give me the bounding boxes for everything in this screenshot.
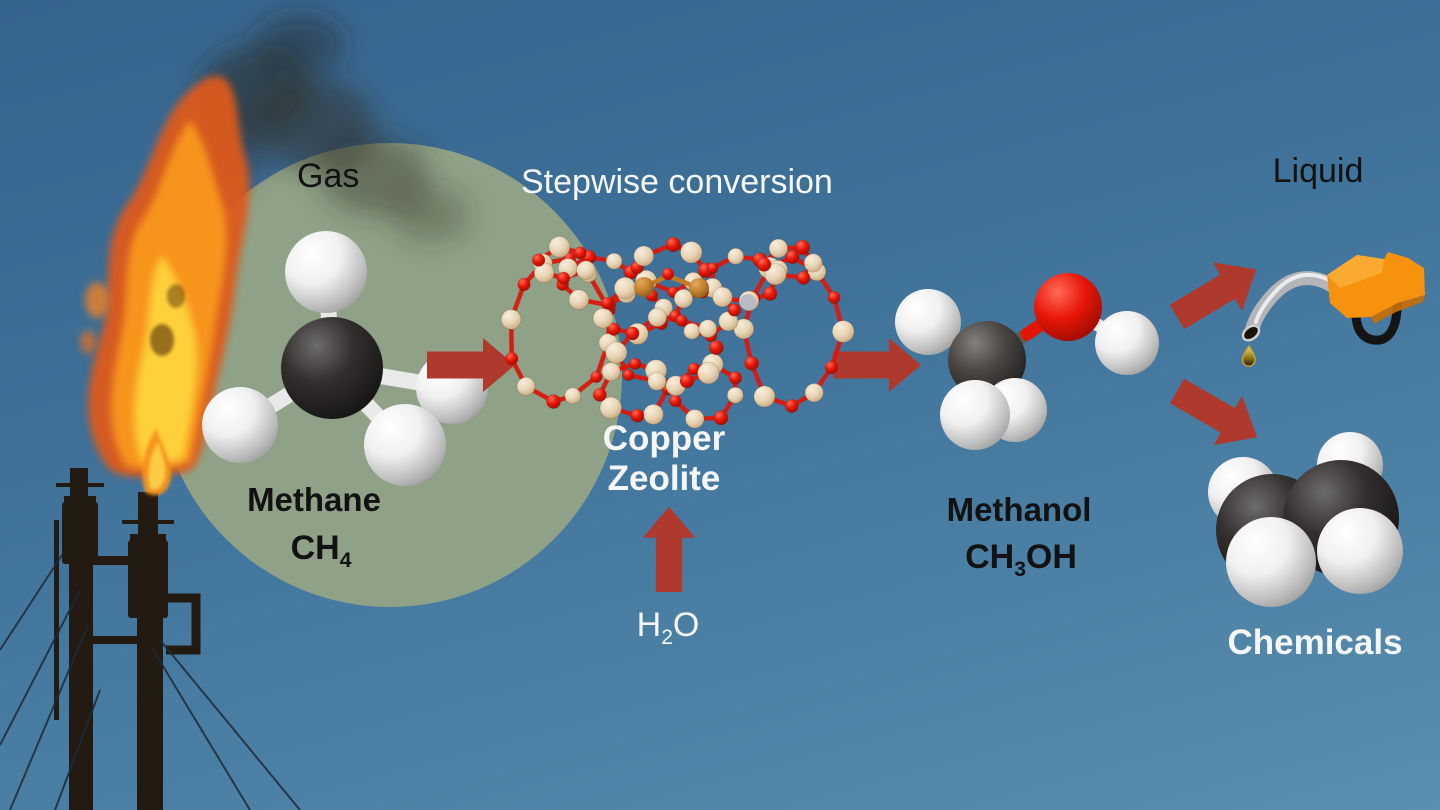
- copper-zeolite-label: Copper Zeolite: [603, 419, 726, 499]
- hydrogen-atom: [1226, 517, 1316, 607]
- flame-icon: [80, 75, 250, 496]
- gas-label: Gas: [297, 157, 360, 195]
- arrow-down-right-icon: [1162, 366, 1272, 462]
- fuel-drop: [1241, 344, 1256, 367]
- water-formula: H2O: [637, 606, 700, 650]
- formula-text: OH: [1025, 538, 1077, 576]
- oxygen-atom: [1034, 273, 1102, 341]
- methane-formula: CH4: [291, 529, 352, 573]
- formula-subscript: 4: [339, 548, 352, 572]
- hydrogen-atom: [202, 387, 278, 463]
- chemicals-molecule: [1208, 432, 1403, 607]
- methane-label: Methane: [247, 481, 381, 518]
- chemicals-label: Chemicals: [1227, 623, 1403, 662]
- hydrogen-atom: [285, 231, 367, 313]
- copper-zeolite-line1: Copper: [602, 419, 726, 458]
- methanol-formula: CH3OH: [965, 538, 1077, 582]
- formula-text: O: [672, 606, 700, 644]
- copper-sites: [634, 268, 756, 310]
- formula-text: CH: [290, 529, 340, 567]
- stepwise-conversion-label: Stepwise conversion: [521, 163, 833, 201]
- flare-stack-icon: [0, 468, 301, 810]
- copper-atom: [689, 278, 709, 298]
- copper-atom: [634, 277, 654, 297]
- carbon-atom: [281, 317, 383, 419]
- hydrogen-atom: [1095, 311, 1159, 375]
- liquid-label: Liquid: [1272, 152, 1364, 190]
- formula-subscript: 3: [1014, 557, 1026, 581]
- hydrogen-atom: [895, 289, 961, 355]
- hydrogen-atom: [364, 404, 446, 486]
- copper-zeolite-structure: [500, 235, 855, 429]
- fuel-nozzle-icon: [1241, 252, 1425, 367]
- guy-wires: [0, 554, 301, 810]
- copper-zeolite-line2: Zeolite: [607, 459, 721, 498]
- formula-text: CH: [965, 538, 1015, 576]
- spout-opening: [1241, 324, 1261, 342]
- aluminum-atom: [740, 294, 756, 310]
- formula-text: H: [636, 606, 662, 644]
- hydrogen-atom: [1317, 508, 1403, 594]
- hydrogen-atom: [940, 380, 1010, 450]
- formula-subscript: 2: [661, 625, 673, 649]
- methanol-label: Methanol: [946, 491, 1092, 528]
- methanol-molecule: [895, 273, 1159, 450]
- arrow-up-icon: [642, 506, 696, 592]
